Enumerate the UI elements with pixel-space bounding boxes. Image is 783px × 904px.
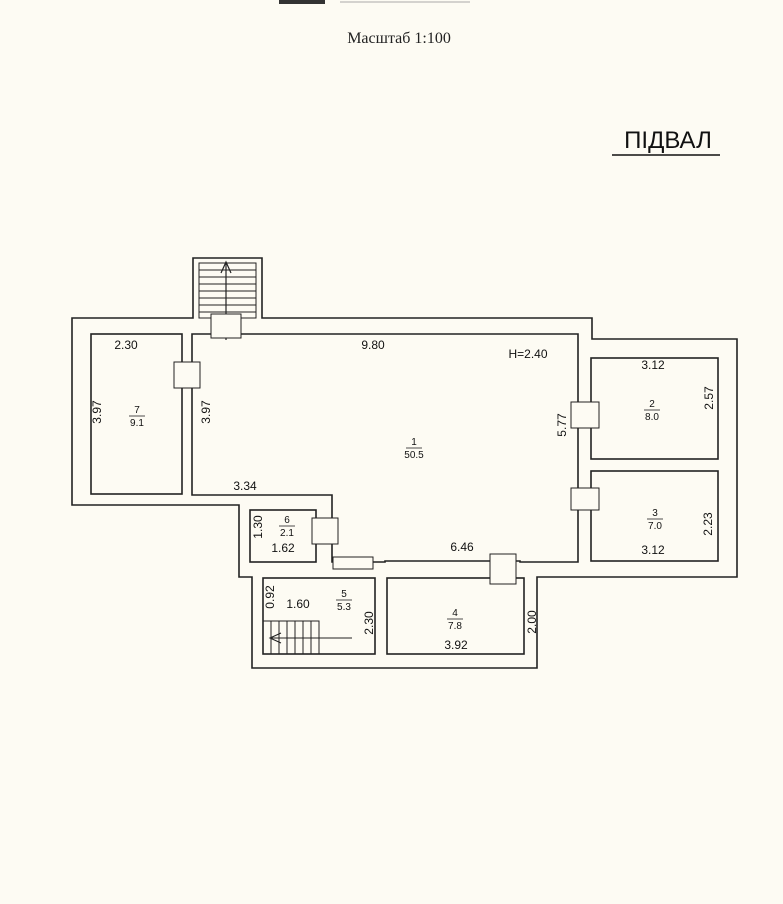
dimension-label: 3.12 <box>641 543 665 557</box>
room-4-outline <box>386 577 525 655</box>
room-3-outline <box>590 470 719 562</box>
room-number: 4 <box>452 608 458 619</box>
room-number: 1 <box>411 437 417 448</box>
door-openings <box>173 313 600 585</box>
room-number: 7 <box>134 405 140 416</box>
room-area: 2.1 <box>280 528 294 539</box>
dimension-label: 3.97 <box>199 400 213 424</box>
dimension-label: 0.92 <box>263 585 277 609</box>
room-number: 5 <box>341 589 347 600</box>
dimension-label: 2.23 <box>701 512 715 536</box>
dimension-label: 6.46 <box>450 540 474 554</box>
dimension-label: 3.92 <box>444 638 468 652</box>
room-label-5: 55.3 <box>336 589 352 613</box>
ceiling-height-label: H=2.40 <box>508 347 547 361</box>
room-number: 2 <box>649 399 655 410</box>
room-label-2: 28.0 <box>644 399 660 423</box>
scale-label: Масштаб 1:100 <box>347 30 451 47</box>
room-label-6: 62.1 <box>279 515 295 539</box>
room-7-outline <box>90 333 183 495</box>
room-area: 5.3 <box>337 602 351 613</box>
room-area: 9.1 <box>130 418 144 429</box>
room-labels: 150.528.037.047.855.362.179.1 <box>129 399 663 632</box>
room-number: 6 <box>284 515 290 526</box>
dimension-label: 2.30 <box>114 338 138 352</box>
room-label-3: 37.0 <box>647 508 663 532</box>
dimension-label: 3.97 <box>90 400 104 424</box>
dimension-labels: 2.30 3.97 3.97 9.80 3.12 2.57 5.77 3.34 1.30 1.62… <box>90 338 716 652</box>
room-label-1: 150.5 <box>404 437 424 461</box>
dimension-label: 2.57 <box>702 386 716 410</box>
room-label-4: 47.8 <box>447 608 463 632</box>
room-number: 3 <box>652 508 658 519</box>
dimension-label: 1.30 <box>251 515 265 539</box>
room-1-outline <box>191 333 579 563</box>
dimension-label: 1.62 <box>271 541 295 555</box>
room-area: 7.0 <box>648 521 662 532</box>
dimension-label: 2.30 <box>362 611 376 635</box>
room-area: 50.5 <box>404 450 424 461</box>
room-label-7: 79.1 <box>129 405 145 429</box>
dimension-label: 1.60 <box>286 597 310 611</box>
dimension-label: 9.80 <box>361 338 385 352</box>
dimension-label: 3.12 <box>641 358 665 372</box>
dimension-label: 5.77 <box>555 413 569 437</box>
inner-stairs <box>262 620 352 655</box>
room-area: 8.0 <box>645 412 659 423</box>
outer-wall <box>71 257 738 669</box>
room-area: 7.8 <box>448 621 462 632</box>
scale-bar-fragment <box>279 0 325 4</box>
dimension-label: 2.00 <box>525 610 539 634</box>
floor-title: ПІДВАЛ <box>624 127 712 154</box>
dimension-label: 3.34 <box>233 479 257 493</box>
